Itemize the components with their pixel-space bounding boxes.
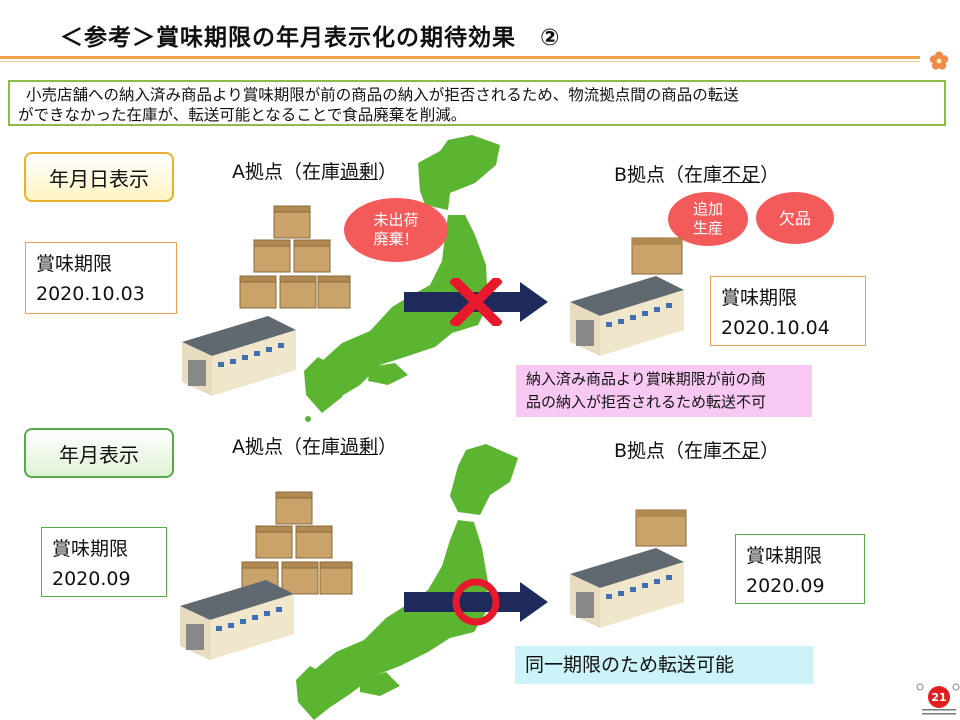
page-title: ＜参考＞賞味期限の年月表示化の期待効果 ②: [60, 25, 561, 51]
cardboard-box-icon-b-top: [631, 237, 683, 275]
hub-a-label-top: A拠点（在庫過剰）: [232, 161, 398, 183]
cross-mark-icon: [450, 278, 502, 326]
cardboard-stack-icon-top: [239, 205, 351, 309]
expiry-label: 賞味期限: [721, 287, 798, 309]
plum-flower-icon: [929, 51, 949, 70]
date-format-label-ymd: 年月日表示: [24, 152, 174, 202]
title-divider: [0, 56, 920, 59]
expiry-value: 2020.10.04: [721, 317, 830, 339]
expiry-label: 賞味期限: [746, 545, 823, 567]
warehouse-icon-b-bottom: [570, 548, 684, 628]
expiry-box-b-bottom: 賞味期限 2020.09: [735, 534, 865, 604]
date-format-label-ym: 年月表示: [24, 428, 174, 478]
expiry-label: 賞味期限: [36, 253, 113, 275]
warehouse-icon-a-top: [182, 316, 296, 396]
expiry-box-a-top: 賞味期限 2020.10.03: [25, 242, 177, 314]
expiry-value: 2020.09: [746, 575, 825, 597]
extra-production-bubble: 追加生産: [668, 192, 748, 246]
hub-b-label-top: B拠点（在庫不足）: [614, 164, 780, 186]
cardboard-stack-icon-bottom: [241, 491, 353, 595]
transfer-blocked-note: 納入済み商品より賞味期限が前の商 品の納入が拒否されるため転送不可: [516, 365, 812, 417]
expiry-value: 2020.09: [52, 568, 131, 590]
page-footer-lines: [922, 709, 956, 715]
circle-mark-icon: [452, 578, 500, 626]
japan-map-illustration-bottom: [296, 444, 518, 720]
shortage-bubble: 欠品: [756, 192, 834, 244]
warehouse-icon-a-bottom: [180, 580, 294, 660]
expiry-label: 賞味期限: [52, 538, 129, 560]
summary-box: 小売店舗への納入済み商品より賞味期限が前の商品の納入が拒否されるため、物流拠点間…: [8, 80, 946, 126]
expiry-value: 2020.10.03: [36, 283, 145, 305]
page-number-badge: 21: [928, 686, 950, 708]
cardboard-box-icon-b-bottom: [635, 509, 687, 547]
transfer-allowed-note: 同一期限のため転送可能: [515, 646, 813, 684]
transfer-arrow-blocked: [404, 282, 548, 322]
warehouse-icon-b-top: [570, 276, 684, 356]
expiry-box-a-bottom: 賞味期限 2020.09: [41, 527, 167, 597]
page-pin-icon: [916, 683, 960, 691]
expiry-box-b-top: 賞味期限 2020.10.04: [710, 276, 866, 346]
title-divider-thin: [0, 61, 920, 62]
summary-line-1: 小売店舗への納入済み商品より賞味期限が前の商品の納入が拒否されるため、物流拠点間…: [26, 86, 739, 104]
hub-b-label-bottom: B拠点（在庫不足）: [614, 440, 780, 462]
hub-a-label-bottom: A拠点（在庫過剰）: [232, 436, 398, 458]
summary-line-2: ができなかった在庫が、転送可能となることで食品廃棄を削減。: [18, 106, 467, 124]
waste-bubble: 未出荷廃棄！: [344, 198, 448, 262]
